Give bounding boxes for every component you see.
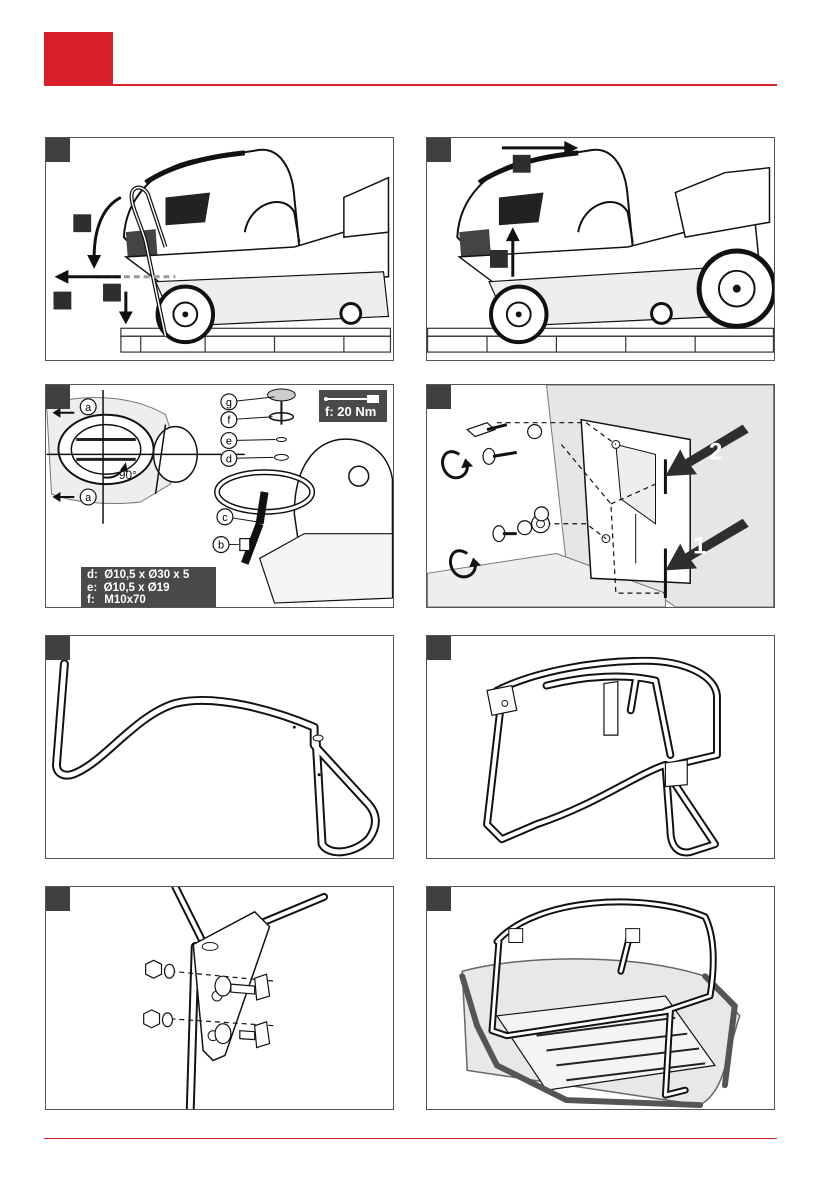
- spec-f: f: M10x70: [87, 594, 210, 607]
- callout-b: b: [218, 540, 224, 552]
- step-panel-5: [45, 635, 394, 859]
- step-panel-6: [426, 635, 775, 859]
- callout-e: e: [226, 435, 232, 447]
- step-panel-3: 90° a a g f e: [45, 384, 394, 608]
- mower-drive-off-illustration: [427, 138, 774, 360]
- callout-a-top: a: [85, 402, 92, 414]
- step-panel-1: [45, 137, 394, 361]
- bracket-mounting-illustration: 2 1: [427, 385, 774, 607]
- arrow-label-2: 2: [709, 438, 722, 465]
- frame-assembled-illustration: [427, 636, 774, 858]
- step-panel-8: [426, 886, 775, 1110]
- header-rule: [44, 84, 777, 86]
- footer-rule: [44, 1138, 777, 1139]
- step-panel-7: [45, 886, 394, 1110]
- grass-bag-frame-illustration: [427, 887, 774, 1109]
- angle-label: 90°: [119, 468, 137, 482]
- callout-c: c: [222, 512, 228, 524]
- torque-spec-box: f: 20 Nm: [319, 390, 387, 422]
- section-color-tab: [44, 32, 113, 85]
- callout-d: d: [226, 453, 232, 465]
- step-number-box: [46, 887, 70, 911]
- mower-unpack-illustration: [46, 138, 393, 360]
- frame-tube-illustration: [46, 636, 393, 858]
- step-number-box: [427, 636, 451, 660]
- callout-g: g: [226, 397, 232, 409]
- step-number-box: [427, 887, 451, 911]
- step-number-box: [46, 138, 70, 162]
- arrow-label-1: 1: [693, 532, 706, 559]
- callout-a-bottom: a: [85, 492, 92, 504]
- torque-value: f: 20 Nm: [325, 404, 376, 419]
- step-number-box: [46, 385, 70, 409]
- hardware-spec-box: d: Ø10,5 x Ø30 x 5 e: Ø10,5 x Ø19 f: M10…: [81, 567, 216, 607]
- step-panel-4: 2 1: [426, 384, 775, 608]
- bolt-fastening-illustration: [46, 887, 393, 1109]
- spec-e: e: Ø10,5 x Ø19: [87, 582, 210, 595]
- step-number-box: [427, 138, 451, 162]
- step-panel-2: [426, 137, 775, 361]
- step-number-box: [427, 385, 451, 409]
- step-number-box: [46, 636, 70, 660]
- spec-d: d: Ø10,5 x Ø30 x 5: [87, 569, 210, 582]
